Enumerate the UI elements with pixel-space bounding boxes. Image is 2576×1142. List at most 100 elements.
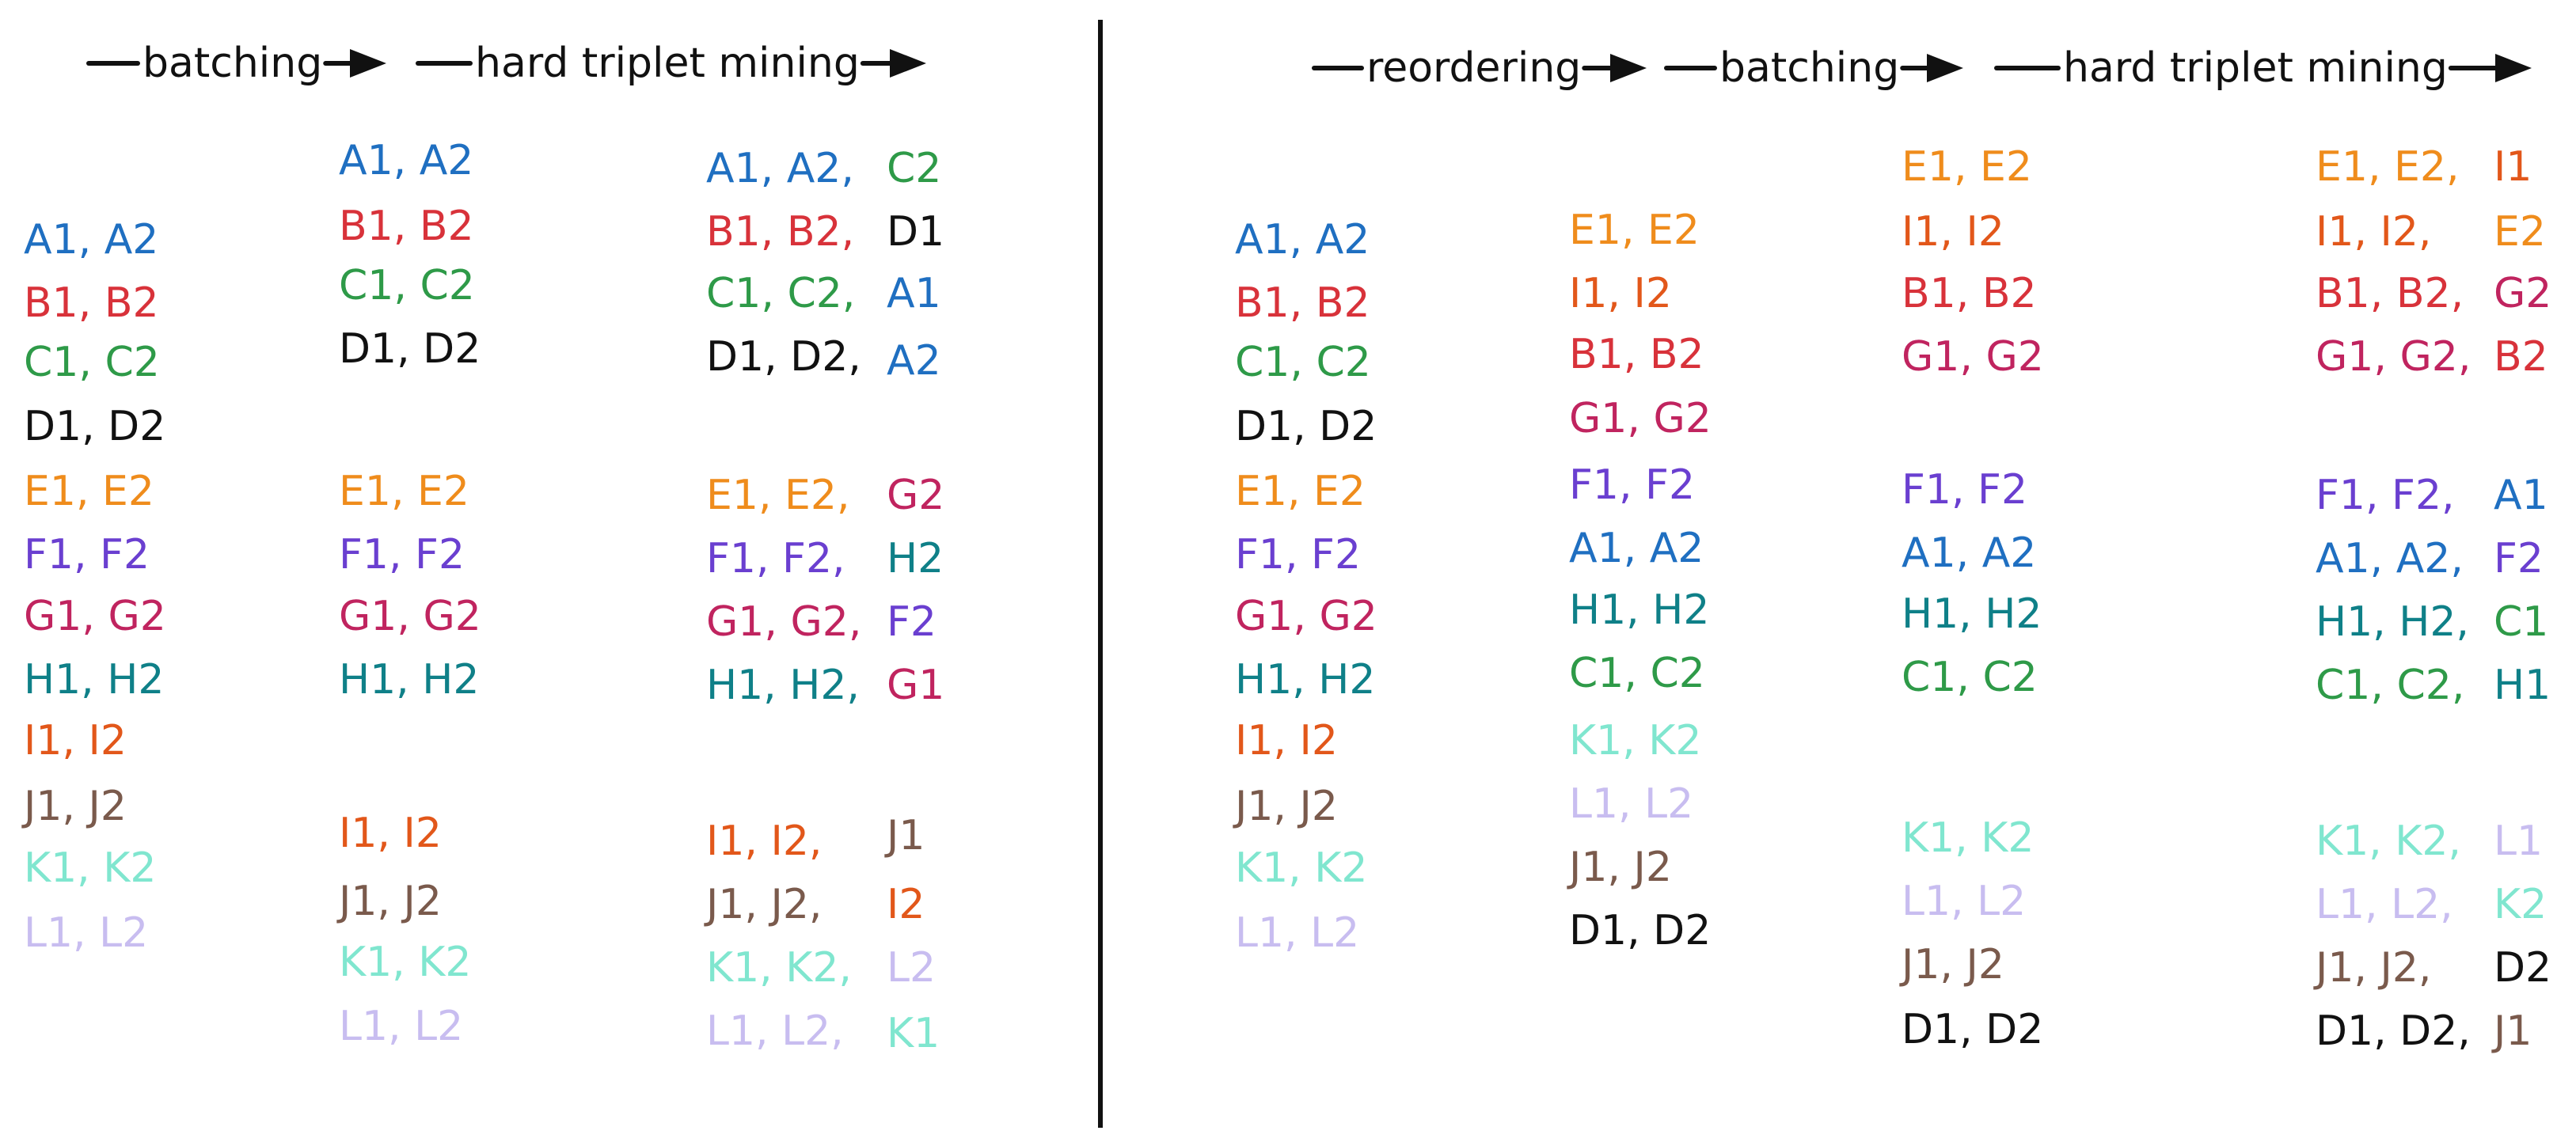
left-mined-column: A1, A2,B1, B2,C1, C2,D1, D2,E1, E2,F1, F… bbox=[704, 145, 861, 1055]
pair-label: A1, A2 bbox=[1569, 525, 1704, 572]
step-label: batching bbox=[1719, 44, 1899, 92]
pair-label: L1, L2 bbox=[339, 1003, 463, 1050]
pair-label: G1, G2 bbox=[1902, 333, 2044, 381]
right-mined-column: E1, E2,I1, I2,B1, B2,G1, G2,F1, F2,A1, A… bbox=[2313, 143, 2471, 1055]
pair-label: B1, B2 bbox=[1902, 270, 2037, 317]
arrowhead-icon bbox=[2495, 54, 2532, 82]
pair-label: E1, E2 bbox=[339, 468, 469, 515]
pair-label: L1, L2 bbox=[1235, 909, 1359, 957]
pair-label: G2 bbox=[2494, 270, 2551, 317]
pair-label: F2 bbox=[2494, 535, 2544, 582]
pair-label: C2 bbox=[887, 145, 941, 192]
pair-label: F1, F2, bbox=[2316, 472, 2455, 519]
pair-label: H1, H2 bbox=[1569, 586, 1709, 634]
pair-label: J1, J2 bbox=[336, 878, 442, 925]
pair-label: A1, A2 bbox=[1902, 529, 2036, 577]
pair-label: J1, J2 bbox=[1567, 844, 1672, 891]
pair-label: C1 bbox=[2494, 598, 2548, 646]
pair-label: E1, E2, bbox=[2316, 143, 2459, 191]
pair-label: B1, B2 bbox=[24, 279, 159, 327]
pair-label: I1, I2 bbox=[1902, 208, 2004, 256]
pair-label: J1, J2, bbox=[704, 881, 822, 928]
pair-label: K1, K2, bbox=[2316, 818, 2461, 865]
pair-label: E2 bbox=[2494, 208, 2546, 256]
pair-label: A1 bbox=[2494, 472, 2548, 519]
pair-label: I2 bbox=[887, 881, 925, 928]
pair-label: H1, H2 bbox=[339, 656, 479, 704]
pair-label: L1 bbox=[2494, 818, 2543, 865]
pair-label: A1, A2, bbox=[2316, 535, 2464, 582]
pair-label: H1, H2 bbox=[24, 656, 164, 704]
pair-label: H1, H2, bbox=[2316, 598, 2469, 646]
pair-label: A1, A2 bbox=[24, 216, 158, 264]
pair-label: A1, A2 bbox=[339, 137, 473, 184]
pair-label: C1, C2 bbox=[339, 262, 475, 309]
pair-label: B2 bbox=[2494, 333, 2548, 381]
arrowhead-icon bbox=[1610, 54, 1647, 82]
pair-label: H1 bbox=[2494, 662, 2551, 709]
pair-label: A1, A2 bbox=[1235, 216, 1370, 264]
pair-label: I1, I2 bbox=[24, 717, 127, 764]
pair-label: G2 bbox=[887, 472, 944, 519]
pair-label: D1 bbox=[887, 208, 944, 256]
pair-label: E1, E2 bbox=[24, 468, 154, 515]
pair-label: G1, G2 bbox=[24, 593, 166, 640]
pair-label: G1, G2 bbox=[1235, 593, 1377, 640]
pair-label: A2 bbox=[887, 337, 941, 385]
pair-label: L1, L2, bbox=[2316, 881, 2453, 928]
pair-label: D1, D2 bbox=[1902, 1006, 2043, 1053]
pair-label: L1, L2 bbox=[1569, 780, 1693, 828]
pair-label: J1, J2 bbox=[1899, 941, 2004, 988]
pair-label: D1, D2, bbox=[706, 333, 861, 381]
pair-label: A1 bbox=[887, 270, 941, 317]
step-label: hard triplet mining bbox=[2063, 44, 2448, 92]
pair-label: J1, J2 bbox=[1233, 783, 1338, 830]
pair-label: I1, I2 bbox=[1569, 270, 1672, 317]
pair-label: C1, C2 bbox=[1902, 654, 2038, 701]
pair-label: C1, C2, bbox=[706, 270, 855, 317]
step-hard-triplet-mining-right: hard triplet mining bbox=[1994, 44, 2532, 92]
pair-label: F1, F2 bbox=[339, 531, 465, 579]
pair-label: J1, J2 bbox=[21, 783, 127, 830]
pair-label: G1, G2 bbox=[339, 593, 481, 640]
step-label: batching bbox=[142, 40, 322, 87]
pair-label: K1, K2 bbox=[1569, 717, 1701, 764]
pair-label: F2 bbox=[887, 598, 937, 646]
pair-label: H1, H2 bbox=[1235, 656, 1375, 704]
pair-label: D1, D2 bbox=[1569, 907, 1711, 954]
pair-label: H2 bbox=[887, 535, 944, 582]
pair-label: G1, G2, bbox=[706, 598, 861, 646]
pair-label: K1, K2 bbox=[1235, 844, 1367, 892]
process-arrows: batching hard triplet mining reordering bat… bbox=[86, 40, 2532, 92]
pair-label: F1, F2 bbox=[1235, 531, 1361, 579]
arrowhead-icon bbox=[890, 49, 926, 78]
pair-label: H1, H2, bbox=[706, 662, 860, 709]
pair-label: E1, E2 bbox=[1569, 207, 1700, 254]
step-reordering: reordering bbox=[1312, 44, 1647, 92]
pair-label: B1, B2 bbox=[1569, 331, 1704, 378]
pair-label: K2 bbox=[2494, 881, 2547, 928]
pair-label: D1, D2, bbox=[2316, 1007, 2471, 1055]
pair-label: E1, E2 bbox=[1902, 143, 2032, 191]
pair-label: F1, F2 bbox=[24, 531, 150, 579]
pair-label: F1, F2 bbox=[1569, 461, 1695, 509]
step-label: hard triplet mining bbox=[475, 40, 860, 87]
pair-label: J1 bbox=[2491, 1007, 2532, 1055]
pair-label: D1, D2 bbox=[339, 325, 481, 373]
pair-label: B1, B2, bbox=[706, 208, 854, 256]
pair-label: K1, K2 bbox=[24, 844, 156, 892]
pair-label: K1, K2 bbox=[1902, 814, 2034, 862]
pair-label: I1, I2 bbox=[339, 810, 442, 857]
pair-label: K1, K2 bbox=[339, 939, 471, 986]
pair-label: G1 bbox=[887, 662, 944, 709]
pair-label: I1, I2, bbox=[2316, 208, 2431, 256]
pair-label: G1, G2 bbox=[1569, 395, 1712, 442]
pair-label: J1 bbox=[884, 812, 925, 859]
pair-columns: A1, A2 B1, B2 C1, C2 D1, D2 E1, E2 F1, F2 G1, … bbox=[21, 137, 2551, 1057]
arrowhead-icon bbox=[350, 49, 386, 78]
